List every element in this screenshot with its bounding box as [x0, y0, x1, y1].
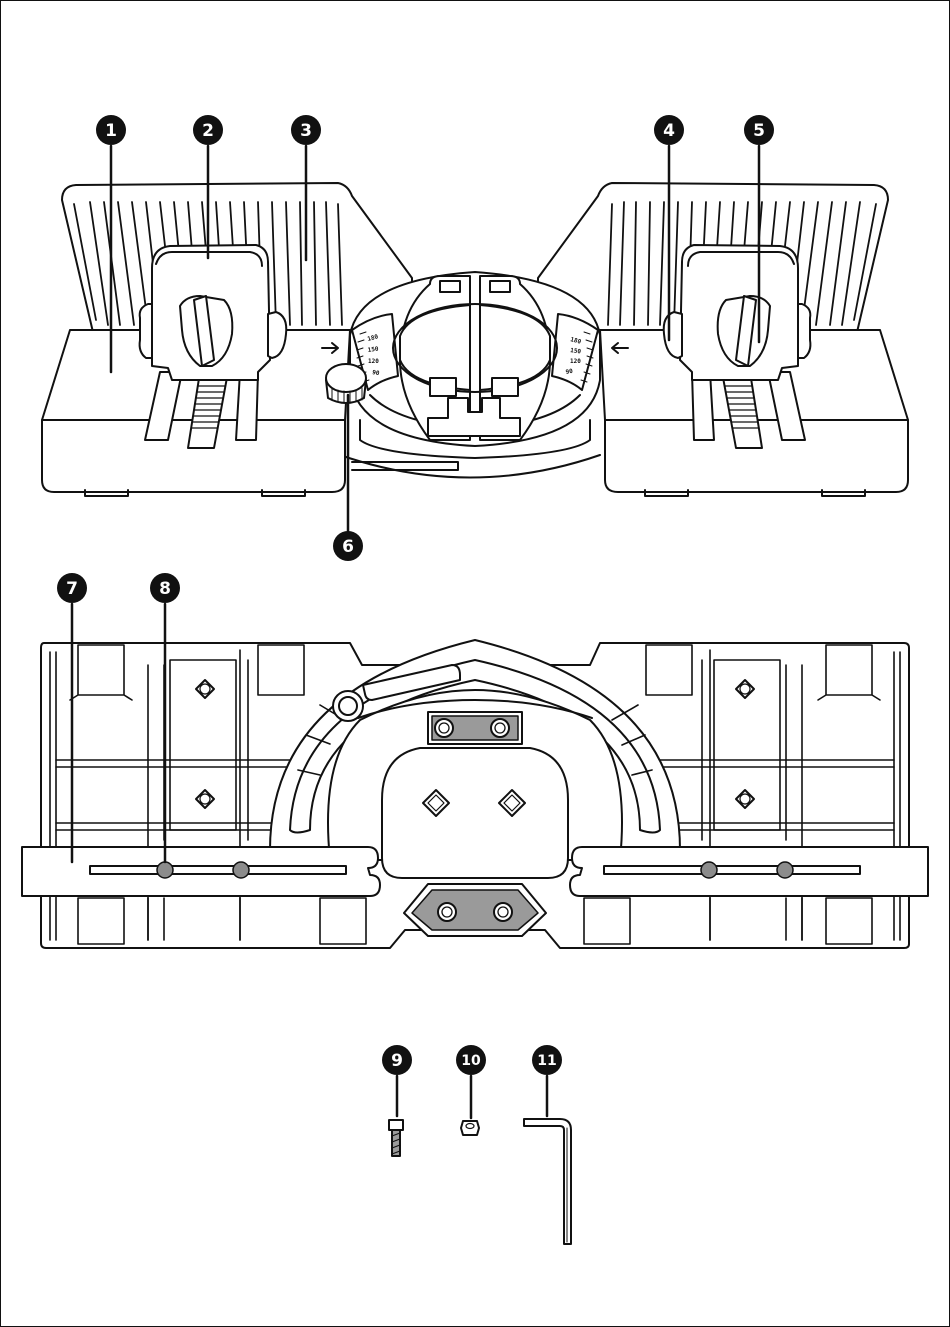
callout-8: 8	[150, 573, 180, 603]
callout-10-label: 10	[461, 1053, 481, 1069]
callout-9: 9	[382, 1045, 412, 1075]
callout-7: 7	[57, 573, 87, 603]
right-pin-1	[701, 862, 717, 878]
left-pin-8	[157, 862, 173, 878]
callout-4-label: 4	[663, 121, 675, 141]
callout-8-label: 8	[159, 579, 171, 599]
center-lobe	[382, 748, 568, 878]
bottom-metal-plate	[412, 890, 538, 930]
right-pin-2	[777, 862, 793, 878]
right-scale-label-3: 120	[570, 358, 581, 365]
right-extension-slot	[604, 866, 860, 874]
screw-part-9	[389, 1120, 403, 1156]
callout-10: 10	[456, 1045, 486, 1075]
callout-7-label: 7	[66, 579, 78, 599]
nut-part-10	[461, 1121, 479, 1135]
callout-9-label: 9	[391, 1051, 403, 1071]
callout-1: 1	[96, 115, 126, 145]
callout-6-label: 6	[342, 537, 354, 557]
callout-11: 11	[532, 1045, 562, 1075]
left-pin-2	[233, 862, 249, 878]
screw-head	[389, 1120, 403, 1130]
knob-hole-inner	[339, 697, 357, 715]
saw-table-perspective-view	[42, 183, 908, 496]
left-clamp-knob-left	[140, 304, 152, 358]
callout-5-label: 5	[753, 121, 765, 141]
left-extension-slot	[90, 866, 346, 874]
callout-4: 4	[654, 115, 684, 145]
callout-6: 6	[333, 531, 363, 561]
callout-11-label: 11	[537, 1053, 556, 1069]
callout-2: 2	[193, 115, 223, 145]
allen-key-part-11	[524, 1119, 571, 1244]
callout-3: 3	[291, 115, 321, 145]
callout-3-label: 3	[300, 121, 312, 141]
callout-1-label: 1	[105, 121, 117, 141]
right-clamp-knob-right	[798, 304, 810, 358]
callout-5: 5	[744, 115, 774, 145]
saw-table-underside-view	[22, 640, 928, 948]
allen-key	[524, 1119, 571, 1244]
left-scale-label-3: 120	[368, 358, 379, 365]
callout-2-label: 2	[202, 121, 214, 141]
